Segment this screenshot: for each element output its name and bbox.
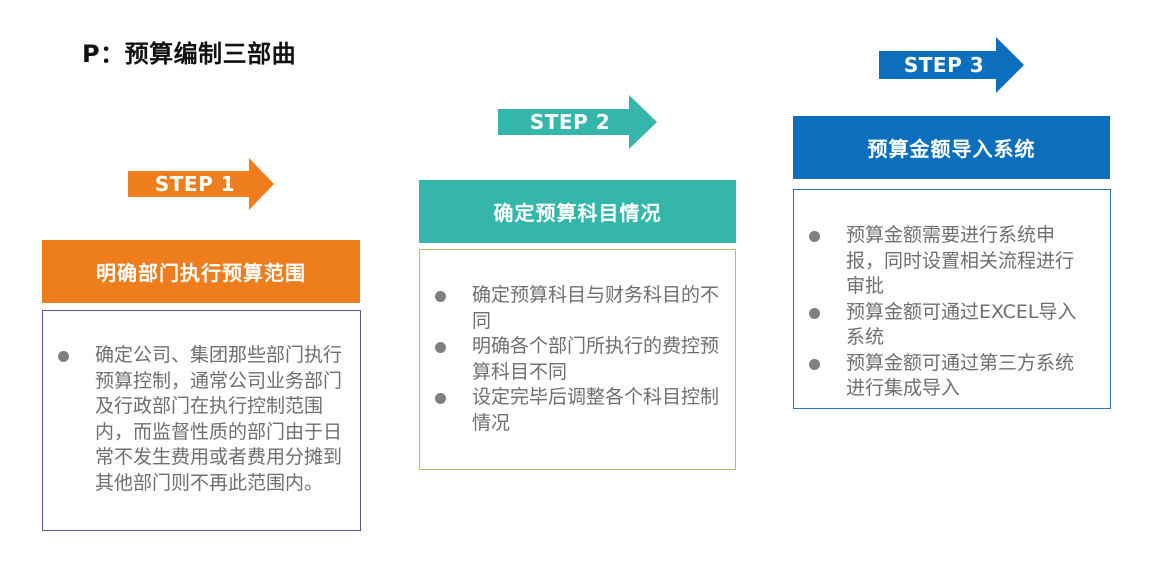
step-2-arrow: STEP 2 [498,93,657,151]
step-3-bullet-2: 预算金额可通过EXCEL导入系统 [794,300,1088,351]
bullet-dot-icon [809,358,820,370]
bullet-dot-icon [809,231,820,242]
step-3-bullet-1: 预算金额需要进行系统申报，同时设置相关流程进行审批 [794,223,1088,300]
step-2-arrow-polygon [498,95,657,149]
step-1-bullet-1-text: 确定公司、集团那些部门执行预算控制，通常公司业务部门及行政部门在执行控制范围内，… [95,344,343,494]
step-1-body: 确定公司、集团那些部门执行预算控制，通常公司业务部门及行政部门在执行控制范围内，… [42,310,361,531]
step-2-label: STEP 2 [529,110,611,134]
step-3-arrow: STEP 3 [879,36,1024,94]
bullet-dot-icon [435,393,446,404]
step-1-arrow-polygon [128,158,274,210]
step-1-arrow: STEP 1 [128,155,274,213]
step-3-bullets: 预算金额需要进行系统申报，同时设置相关流程进行审批 预算金额可通过EXCEL导入… [794,223,1088,402]
step-2-bullets: 确定预算科目与财务科目的不同 明确各个部门所执行的费控预算科目不同 设定完毕后调… [420,283,723,436]
step-2-arrow-shape [498,95,657,149]
step-1-label: STEP 1 [154,172,236,196]
page-title: P：预算编制三部曲 [82,40,297,68]
step-3-header: 预算金额导入系统 [793,116,1110,179]
bullet-dot-icon [435,291,446,302]
step-3-body: 预算金额需要进行系统申报，同时设置相关流程进行审批 预算金额可通过EXCEL导入… [793,189,1111,409]
step-3-arrow-polygon [879,37,1024,93]
step-3-label: STEP 3 [903,53,985,77]
step-2-bullet-1: 确定预算科目与财务科目的不同 [420,283,723,334]
step-2-bullet-1-text: 确定预算科目与财务科目的不同 [472,284,720,332]
step-3-bullet-3-text: 预算金额可通过第三方系统进行集成导入 [846,351,1075,400]
step-3-bullet-3: 预算金额可通过第三方系统进行集成导入 [794,351,1088,402]
step-2-bullet-2: 明确各个部门所执行的费控预算科目不同 [420,334,723,385]
step-3-bullet-1-text: 预算金额需要进行系统申报，同时设置相关流程进行审批 [846,224,1075,297]
bullet-dot-icon [809,307,820,319]
step-1-bullets: 确定公司、集团那些部门执行预算控制，通常公司业务部门及行政部门在执行控制范围内，… [43,343,348,496]
step-1-bullet-1: 确定公司、集团那些部门执行预算控制，通常公司业务部门及行政部门在执行控制范围内，… [43,343,348,496]
step-1-arrow-shape [128,158,274,210]
step-2-bullet-3: 设定完毕后调整各个科目控制情况 [420,385,723,436]
step-1-header: 明确部门执行预算范围 [42,240,360,303]
bullet-dot-icon [58,351,69,362]
step-3-arrow-shape [879,37,1024,93]
step-2-bullet-2-text: 明确各个部门所执行的费控预算科目不同 [472,335,720,383]
step-2-body: 确定预算科目与财务科目的不同 明确各个部门所执行的费控预算科目不同 设定完毕后调… [419,249,736,470]
bullet-dot-icon [435,342,446,353]
step-2-header: 确定预算科目情况 [419,180,736,243]
step-2-bullet-3-text: 设定完毕后调整各个科目控制情况 [472,386,720,434]
step-3-bullet-2-text: 预算金额可通过EXCEL导入系统 [846,300,1077,349]
